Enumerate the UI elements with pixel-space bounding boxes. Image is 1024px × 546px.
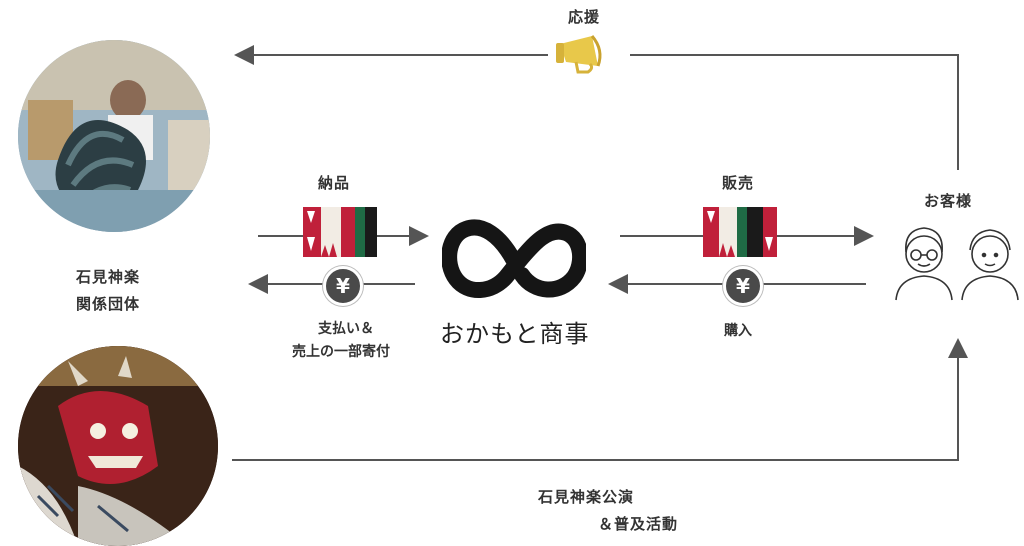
mask-product-delivery (303, 207, 377, 257)
payment-label-1: 支払い＆ (318, 321, 374, 337)
company-name: おかもと商事 (440, 320, 590, 348)
mask-product-sales (703, 207, 777, 257)
support-label: 応援 (568, 8, 601, 26)
delivery-label: 納品 (318, 174, 351, 192)
megaphone-icon (548, 28, 618, 80)
yen-icon-purchase: ¥ (723, 266, 763, 306)
support-arrow (238, 55, 959, 170)
customers-label: お客様 (924, 192, 973, 210)
performance-label-2: ＆普及活動 (598, 515, 679, 533)
performance-label-1: 石見神楽公演 (538, 488, 635, 506)
kagura-photo (18, 346, 218, 546)
payment-label-2: 売上の一部寄付 (292, 344, 390, 360)
yen-icon-payment: ¥ (323, 266, 363, 306)
supplier-label-1: 石見神楽 (76, 268, 141, 286)
purchase-label: 購入 (724, 323, 752, 339)
performance-arrow (232, 338, 968, 461)
customers-icon (895, 227, 1019, 301)
infinity-logo-icon (442, 219, 586, 299)
sales-label: 販売 (722, 174, 755, 192)
supplier-photo (18, 40, 210, 232)
supplier-label-2: 関係団体 (76, 295, 141, 313)
